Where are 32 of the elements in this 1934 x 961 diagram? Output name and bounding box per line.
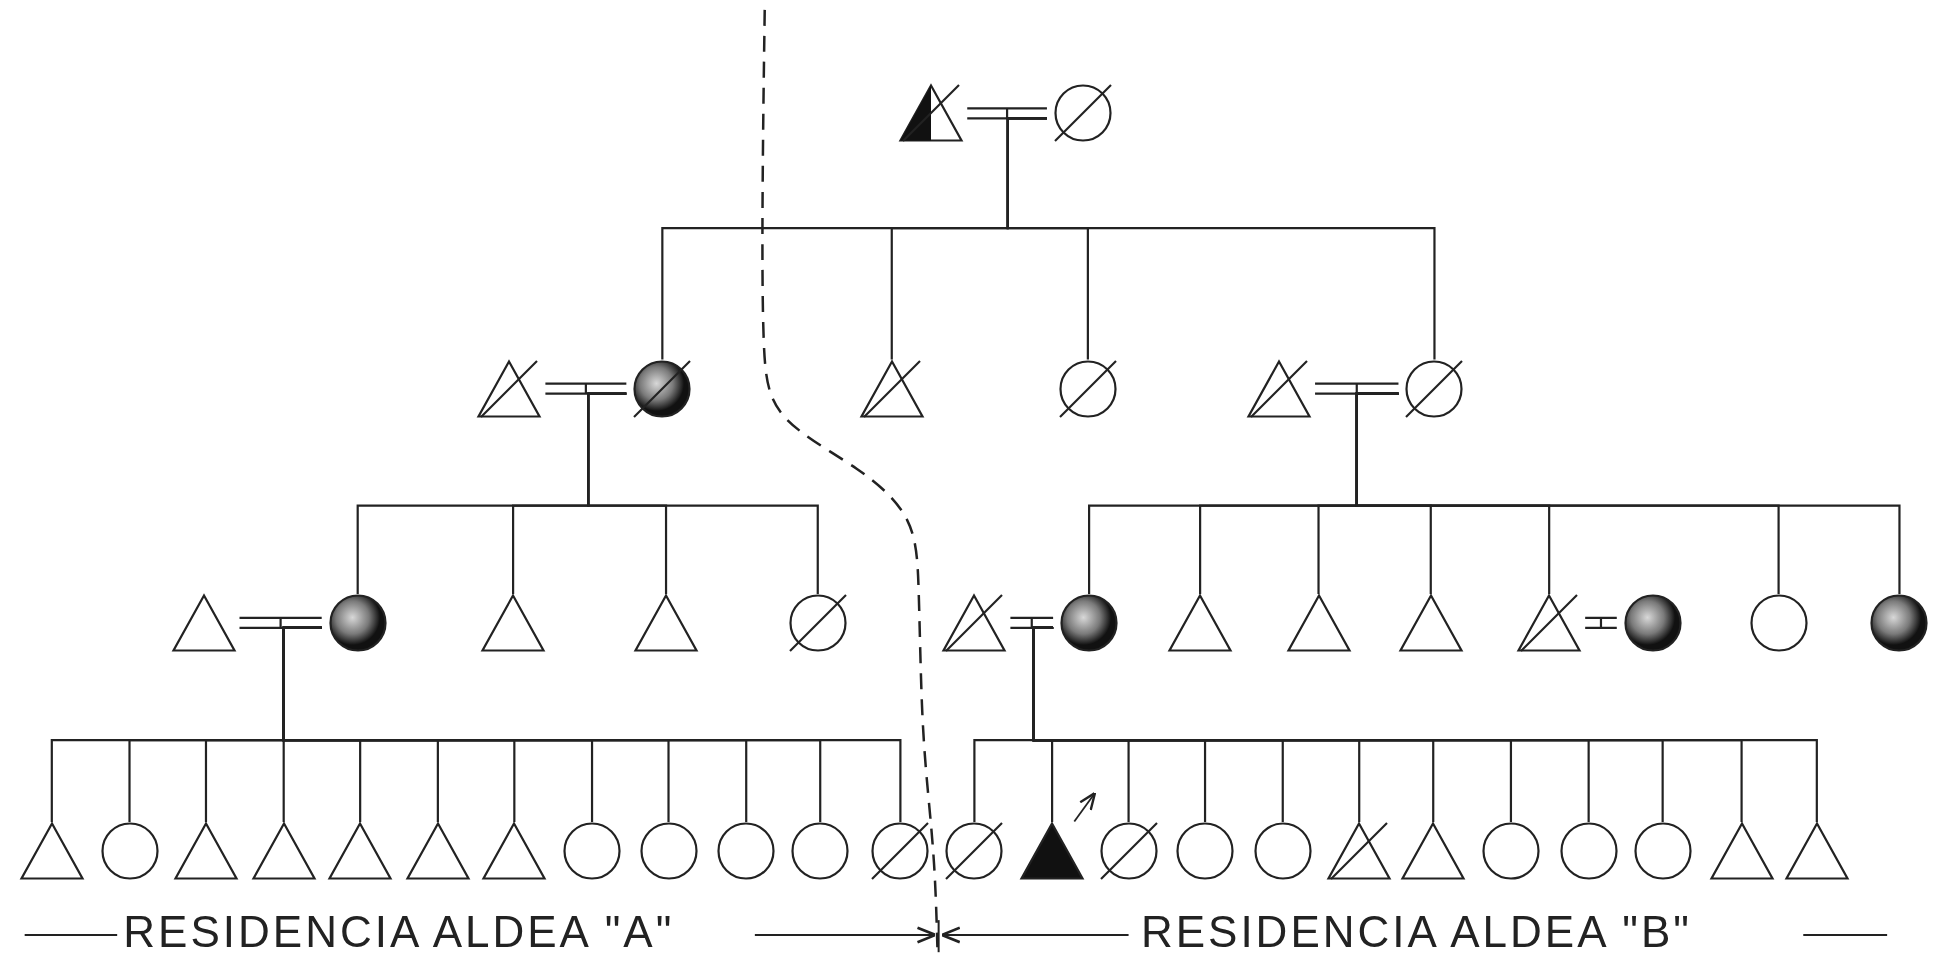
descent-line bbox=[1006, 117, 1436, 360]
triangle-symbol bbox=[482, 822, 547, 881]
triangle-symbol bbox=[634, 593, 699, 652]
crossed-triangle-symbol bbox=[942, 593, 1007, 652]
marriage-line bbox=[238, 616, 323, 629]
filled-triangle-symbol bbox=[1020, 822, 1085, 881]
residence-label: RESIDENCIA ALDEA "A" bbox=[123, 910, 675, 955]
marriage-line bbox=[1584, 616, 1618, 629]
triangle-symbol bbox=[1398, 593, 1463, 652]
descent-line bbox=[1355, 392, 1901, 594]
crossed-triangle-symbol bbox=[1327, 822, 1392, 881]
residence-label: RESIDENCIA ALDEA "B" bbox=[1140, 910, 1692, 955]
triangle-symbol bbox=[251, 822, 316, 881]
crossed-half-filled-triangle-symbol bbox=[899, 84, 964, 143]
triangle-symbol bbox=[1168, 593, 1233, 652]
triangle-symbol bbox=[405, 822, 470, 881]
triangle-symbol bbox=[481, 593, 546, 652]
crossed-triangle-symbol bbox=[859, 359, 924, 418]
crossed-triangle-symbol bbox=[1517, 593, 1582, 652]
triangle-symbol bbox=[1709, 822, 1774, 881]
triangle-symbol bbox=[171, 593, 236, 652]
triangle-symbol bbox=[1286, 593, 1351, 652]
crossed-triangle-symbol bbox=[1247, 359, 1312, 418]
crossed-triangle-symbol bbox=[477, 359, 542, 418]
triangle-symbol bbox=[328, 822, 393, 881]
triangle-symbol bbox=[1401, 822, 1466, 881]
triangle-symbol bbox=[1784, 822, 1849, 881]
descent-line bbox=[587, 392, 819, 594]
marriage-line bbox=[966, 107, 1049, 120]
triangle-symbol bbox=[173, 822, 238, 881]
marriage-line bbox=[1009, 616, 1055, 629]
triangle-symbol bbox=[19, 822, 84, 881]
